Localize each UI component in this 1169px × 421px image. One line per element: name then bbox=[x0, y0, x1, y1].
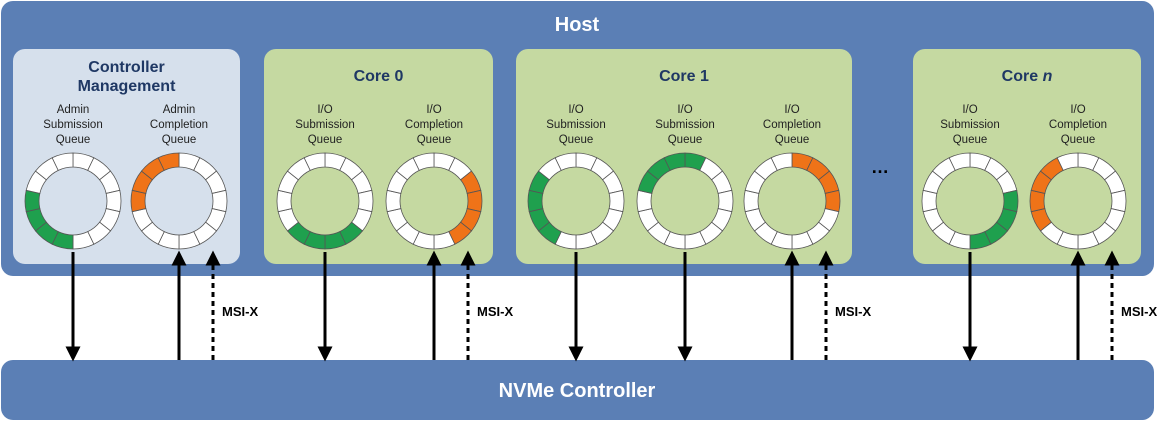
arrows-layer: MSI-X MSI-X MSI-X MSI-X bbox=[65, 250, 1157, 362]
msix-label: MSI-X bbox=[222, 304, 258, 319]
queue-slot-empty bbox=[211, 189, 228, 213]
queue-label: Admin bbox=[163, 104, 196, 116]
queue-slot-empty bbox=[743, 189, 760, 213]
msix-label: MSI-X bbox=[835, 304, 871, 319]
queue-slot-empty bbox=[303, 152, 326, 171]
queue-slot-empty bbox=[948, 152, 971, 171]
queue-label: I/O bbox=[317, 104, 332, 116]
panels-layer: ControllerManagementAdminSubmissionQueue… bbox=[13, 49, 1141, 264]
queue-label: Queue bbox=[417, 134, 452, 146]
queue-label: Queue bbox=[1061, 134, 1096, 146]
queue-label: Queue bbox=[953, 134, 988, 146]
queue-slot-filled bbox=[824, 189, 841, 213]
queue-slot-empty bbox=[276, 189, 293, 213]
queue-slot-empty bbox=[1110, 189, 1127, 213]
nvme-controller-box bbox=[1, 360, 1154, 420]
panel-title: Core 0 bbox=[354, 68, 404, 85]
queue-slot-empty bbox=[385, 189, 402, 213]
queue-label: Queue bbox=[162, 134, 197, 146]
queue-slot-empty bbox=[717, 189, 734, 213]
queue-label: Queue bbox=[775, 134, 810, 146]
queue-slot-empty bbox=[554, 152, 577, 171]
queue-label: Completion bbox=[1049, 119, 1107, 131]
queue-slot-filled bbox=[466, 189, 483, 213]
queue-slot-filled bbox=[527, 189, 544, 213]
queue-slot-filled bbox=[1002, 189, 1019, 213]
queue-connection: MSI-X bbox=[171, 250, 258, 360]
more-cores-ellipsis: … bbox=[871, 157, 889, 177]
queue-label: I/O bbox=[568, 104, 583, 116]
queue-slot-empty bbox=[636, 189, 653, 213]
panel-title: Controller bbox=[88, 59, 164, 76]
panel-title: Management bbox=[78, 78, 176, 95]
panel-title-italic: n bbox=[1043, 68, 1053, 85]
queue-label: Queue bbox=[308, 134, 343, 146]
queue-slot-empty bbox=[412, 152, 435, 171]
queue-slot-empty bbox=[1056, 152, 1079, 171]
queue-slot-filled bbox=[663, 152, 686, 171]
queue-slot-filled bbox=[157, 152, 180, 171]
queue-label: Queue bbox=[56, 134, 91, 146]
host-title: Host bbox=[555, 14, 600, 36]
queue-slot-empty bbox=[51, 152, 74, 171]
queue-slot-empty bbox=[921, 189, 938, 213]
queue-label: Submission bbox=[43, 119, 102, 131]
queue-slot-filled bbox=[1029, 189, 1046, 213]
panel-controller-management: ControllerManagementAdminSubmissionQueue… bbox=[13, 49, 240, 264]
queue-label: Queue bbox=[559, 134, 594, 146]
queue-label: Submission bbox=[295, 119, 354, 131]
panel-background bbox=[13, 49, 240, 264]
queue-label: Admin bbox=[57, 104, 90, 116]
queue-slot-empty bbox=[770, 152, 793, 171]
queue-label: I/O bbox=[1070, 104, 1085, 116]
queue-slot-filled bbox=[24, 189, 41, 213]
queue-label: Completion bbox=[150, 119, 208, 131]
queue-label: I/O bbox=[426, 104, 441, 116]
queue-label: Completion bbox=[763, 119, 821, 131]
queue-label: Queue bbox=[668, 134, 703, 146]
panel-title: Core n bbox=[1002, 68, 1053, 85]
panel-background bbox=[264, 49, 493, 264]
panel-title: Core 1 bbox=[659, 68, 709, 85]
msix-label: MSI-X bbox=[1121, 304, 1157, 319]
queue-connection: MSI-X bbox=[784, 250, 871, 360]
queue-slot-filled bbox=[130, 189, 147, 213]
nvme-controller-title: NVMe Controller bbox=[499, 380, 656, 402]
queue-label: Submission bbox=[940, 119, 999, 131]
queue-slot-empty bbox=[105, 189, 122, 213]
msix-label: MSI-X bbox=[477, 304, 513, 319]
queue-slot-empty bbox=[608, 189, 625, 213]
queue-connection: MSI-X bbox=[426, 250, 513, 360]
queue-label: I/O bbox=[962, 104, 977, 116]
queue-label: Submission bbox=[546, 119, 605, 131]
queue-label: I/O bbox=[784, 104, 799, 116]
queue-label: Submission bbox=[655, 119, 714, 131]
queue-label: I/O bbox=[677, 104, 692, 116]
queue-label: Completion bbox=[405, 119, 463, 131]
queue-slot-empty bbox=[357, 189, 374, 213]
panel-background bbox=[913, 49, 1141, 264]
queue-connection: MSI-X bbox=[1070, 250, 1157, 360]
